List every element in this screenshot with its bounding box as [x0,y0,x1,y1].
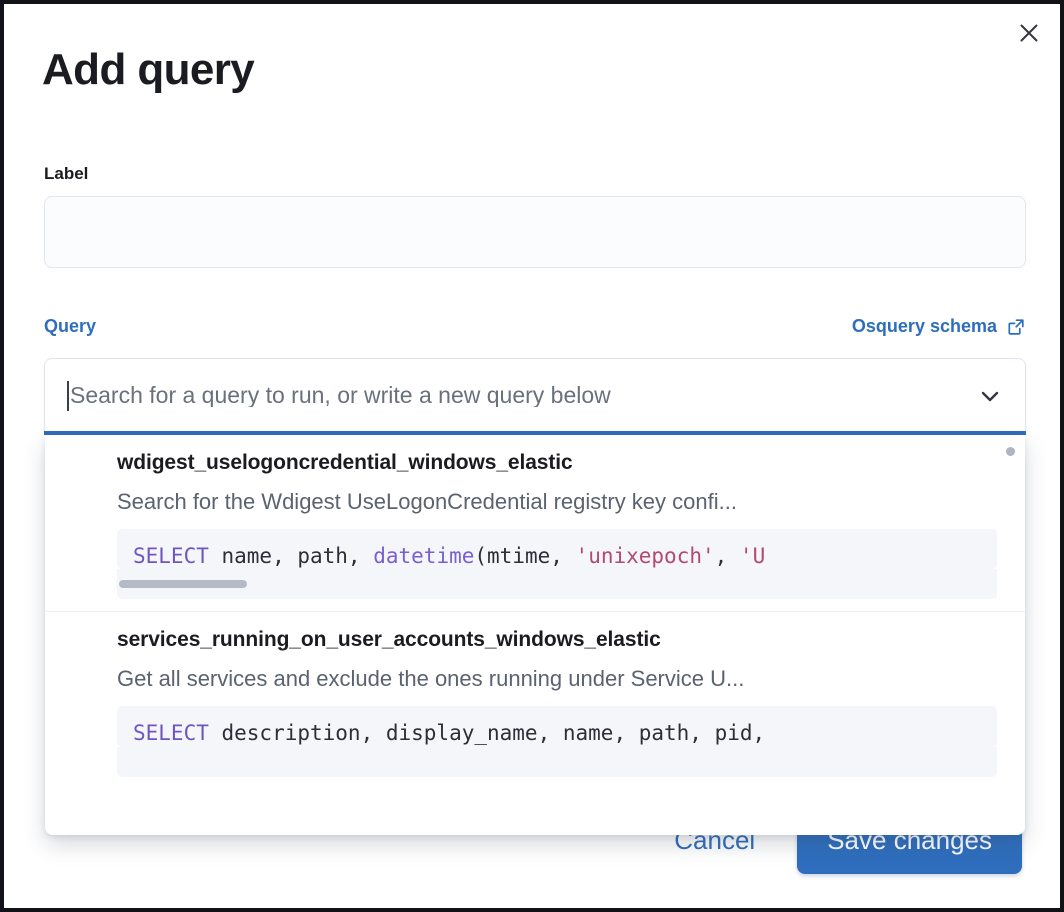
sql-keyword: SELECT [133,544,209,568]
query-suggestions-dropdown[interactable]: wdigest_uselogoncredential_windows_elast… [45,435,1025,835]
list-item-description: Search for the Wdigest UseLogonCredentia… [117,489,737,514]
query-search-input[interactable]: Search for a query to run, or write a ne… [70,384,611,407]
sql-preview-scrollbar-thumb[interactable] [119,580,247,589]
list-item-title: services_running_on_user_accounts_window… [117,628,661,652]
osquery-schema-link-label: Osquery schema [851,316,997,336]
external-link-icon [1006,317,1026,337]
chevron-down-icon[interactable] [975,381,1005,411]
list-item-sql-preview: SELECT description, display_name, name, … [117,706,997,747]
sql-string-2: 'U [739,544,766,568]
list-item-title: wdigest_uselogoncredential_windows_elast… [117,451,573,474]
sql-string-1: 'unixepoch' [575,544,715,568]
dropdown-scrollbar[interactable] [1006,447,1015,456]
list-item-description: Get all services and exclude the ones ru… [117,666,745,692]
label-field-caption: Label [44,164,89,183]
sql-function: datetime [373,544,475,568]
spacer [117,599,997,611]
sql-text-1: name, path, [208,544,374,568]
close-icon [1018,22,1040,44]
sql-preview-scrollbar[interactable] [117,746,997,777]
list-item[interactable]: services_running_on_user_accounts_window… [45,611,1025,777]
sql-keyword: SELECT [133,721,209,746]
sql-text-2: (mtime, [474,544,576,568]
combobox-focus-underline [44,431,1026,435]
query-header-row: Query Osquery schema [44,316,1026,337]
add-query-modal: Add query Label Query Osquery schema [4,4,1060,908]
close-button[interactable] [1012,16,1046,50]
sql-text-3: , [714,544,740,568]
sql-preview-scrollbar[interactable] [117,569,997,600]
sql-text-1: description, display_name, name, path, p… [208,721,766,746]
osquery-schema-link[interactable]: Osquery schema [852,316,1026,337]
text-cursor [67,380,69,411]
page-title: Add query [42,45,255,94]
label-field-group: Label [44,164,1026,268]
query-combobox[interactable]: Search for a query to run, or write a ne… [44,358,1026,432]
list-item[interactable]: wdigest_uselogoncredential_windows_elast… [45,435,1025,611]
list-item-sql-preview: SELECT name, path, datetime(mtime, 'unix… [117,529,997,570]
query-field-caption[interactable]: Query [44,316,97,336]
label-input[interactable] [44,196,1026,268]
